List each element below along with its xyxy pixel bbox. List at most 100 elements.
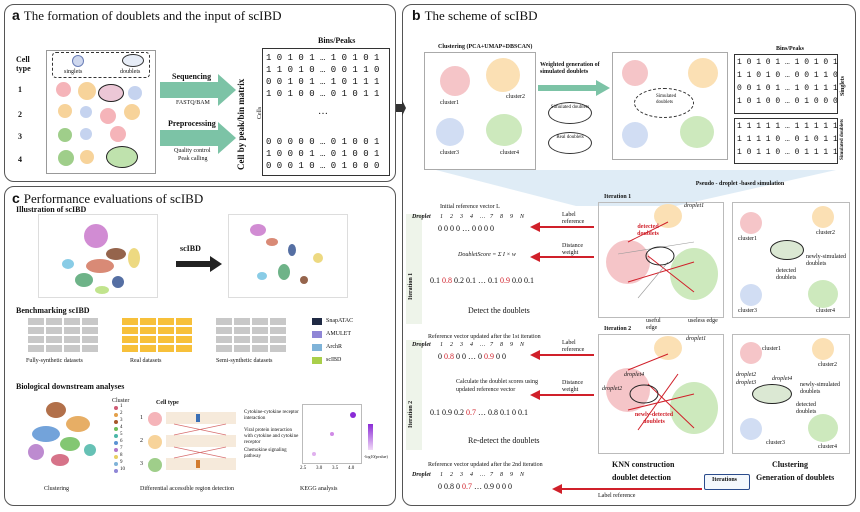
fan-shape xyxy=(436,170,836,206)
benchmark-tile xyxy=(46,345,62,352)
right-box-2 xyxy=(732,334,850,454)
benchmark-tile xyxy=(176,327,192,334)
weighted-arrow xyxy=(538,80,610,96)
kegg-dot-0 xyxy=(350,412,356,418)
dar-cell-type: Cell type xyxy=(156,400,179,406)
droplet-index: 7 xyxy=(490,214,493,220)
r1-cluster3: cluster3 xyxy=(738,308,757,314)
r2-doublet xyxy=(752,384,792,404)
knn2-droplet1: droplet1 xyxy=(686,336,707,342)
benchmark-tile xyxy=(140,336,156,343)
dar-cell-2 xyxy=(148,435,162,449)
b-cluster-green xyxy=(486,114,522,146)
r2-cluster1: cluster1 xyxy=(762,346,781,352)
benchmark-tile xyxy=(234,318,250,325)
cluster-legend-label: 3 xyxy=(120,418,123,423)
detect-label: Detect the doublets xyxy=(468,306,530,315)
benchmark-tile xyxy=(176,345,192,352)
matrix-axis-label: Cell by peak/bin matrix xyxy=(236,78,246,170)
distance-weight-1: Distance weight xyxy=(562,243,583,256)
r2-green xyxy=(808,414,838,442)
fastq-label: FASTQ/BAM xyxy=(176,100,210,106)
r2-blue xyxy=(740,418,762,440)
legend-swatch-0 xyxy=(312,318,322,325)
iteration1-side: Iteration 1 xyxy=(408,272,414,300)
cluster-legend-dot xyxy=(114,455,118,459)
droplet-index: 2 xyxy=(450,472,453,478)
b-cluster2: cluster2 xyxy=(506,94,525,100)
benchmark-tile xyxy=(64,345,80,352)
right-box-1 xyxy=(732,202,850,318)
redetect-label: Re-detect the doublets xyxy=(468,436,540,445)
matrix-bins-label: Bins/Peaks xyxy=(318,36,356,45)
r2-newly: newly-simulated doublets xyxy=(800,382,840,395)
iteration2-side: Iteration 2 xyxy=(408,400,414,428)
sequencing-arrow xyxy=(160,74,236,154)
sequencing-label: Sequencing xyxy=(172,72,212,81)
droplet-index: 9 xyxy=(510,472,513,478)
b-cluster-orange xyxy=(486,58,520,92)
score-row-1: 0.1 0.8 0.2 0.1 … 0.1 0.9 0.0 0.1 xyxy=(430,276,534,285)
benchmark-tile xyxy=(270,327,286,334)
benchmark-tile xyxy=(234,345,250,352)
iteration1-bar xyxy=(406,214,422,324)
kegg-tick-0: 2.5 xyxy=(300,466,307,471)
benchmark-tile xyxy=(46,327,62,334)
b-doublets-row: 1 1 1 1 1 … 1 1 1 1 1 xyxy=(737,122,838,131)
benchmark-tile xyxy=(82,318,98,325)
droplet-index: 3 xyxy=(460,472,463,478)
row-label-1: 1 xyxy=(18,85,22,94)
cluster-legend-dot xyxy=(114,441,118,445)
clustering-caption: Clustering xyxy=(44,486,69,492)
kegg-colorbar xyxy=(368,424,373,450)
cluster-legend-dot xyxy=(114,420,118,424)
calculate-label: Calculate the doublet scores using updat… xyxy=(456,379,538,393)
r2-orange xyxy=(812,338,834,360)
right-caption-2: Generation of doublets xyxy=(756,473,835,482)
init-row: 0 0 0 0 … 0 0 0 0 xyxy=(438,224,494,233)
cell-green xyxy=(58,128,72,142)
droplet-index: N xyxy=(520,214,525,220)
upd2-row: 0 0.8 0 0.7 … 0.9 0 0 0 xyxy=(438,482,512,491)
score-row-2: 0.1 0.9 0.2 0.7 … 0.8 0.1 0 0.1 xyxy=(430,408,528,417)
benchmark-tile xyxy=(158,327,174,334)
distance-arrow-1 xyxy=(530,252,594,262)
doublets-label: doublets xyxy=(120,69,141,75)
cluster-legend-label: 7 xyxy=(120,446,123,451)
r1-cluster4: cluster4 xyxy=(816,308,835,314)
real-label: Real datasets xyxy=(130,358,162,364)
cell-area xyxy=(46,50,156,174)
benchmark-tile xyxy=(46,336,62,343)
real-doublets-oval xyxy=(548,132,592,154)
kegg-tick-3: 4.0 xyxy=(348,466,355,471)
benchmark-tile xyxy=(270,345,286,352)
sim-doublets-oval xyxy=(548,102,592,124)
benchmarking-title: Benchmarking scIBD xyxy=(16,306,90,315)
r2-droplet3: droplet3 xyxy=(736,380,757,386)
benchmark-tile xyxy=(158,336,174,343)
cluster-legend-label: 4 xyxy=(120,425,123,430)
cell-orange-3 xyxy=(124,104,140,120)
useless-edge: useless edge xyxy=(688,318,718,324)
benchmark-tile xyxy=(28,345,44,352)
droplet-index: 9 xyxy=(510,342,513,348)
b-singlets-label: Singlets xyxy=(840,75,846,96)
cluster-legend-label: 1 xyxy=(120,404,123,409)
b-bins-label: Bins/Peaks xyxy=(776,46,805,52)
iterations-label[interactable]: Iterations xyxy=(712,477,737,483)
benchmark-tile xyxy=(82,345,98,352)
r2-cluster3: cluster3 xyxy=(766,440,785,446)
row-label-2: 2 xyxy=(18,110,22,119)
droplet-index: … xyxy=(480,214,486,220)
b-sim-doublets-label: Simulated doublets xyxy=(840,119,845,160)
benchmark-tile xyxy=(216,327,232,334)
droplet-index: 4 xyxy=(470,214,473,220)
droplet-index: 1 xyxy=(440,214,443,220)
real-doublets-label: Real doublets xyxy=(556,135,584,140)
umap-left-scatter xyxy=(62,224,140,294)
scibd-arrow-label: scIBD xyxy=(180,244,201,253)
cell-blue-3 xyxy=(80,128,92,140)
row-label-4: 4 xyxy=(18,155,22,164)
iterations-box[interactable] xyxy=(704,474,750,490)
droplet-index: 8 xyxy=(500,214,503,220)
